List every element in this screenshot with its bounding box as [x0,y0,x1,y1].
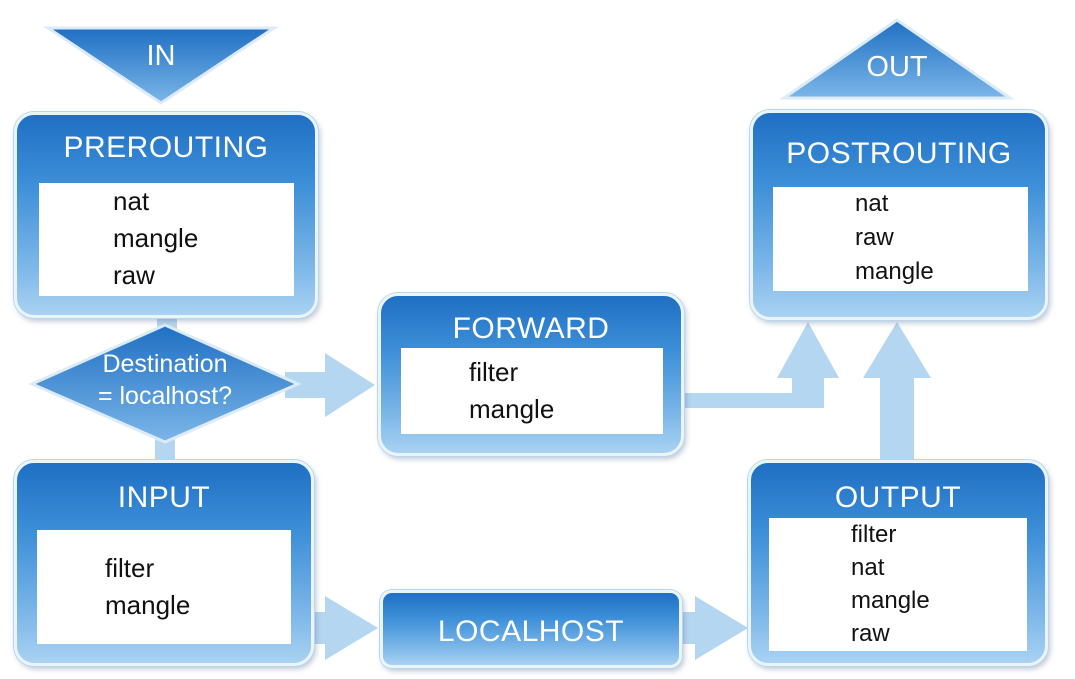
input-table-list: filter mangle [37,530,291,644]
out-label: OUT [866,51,928,83]
table-item: nat [855,190,889,217]
postrouting-table-list: nat raw mangle [773,187,1028,291]
table-item: mangle [469,394,555,424]
table-item: filter [851,521,897,548]
table-item: mangle [105,590,191,620]
table-item: filter [105,553,155,583]
table-item: filter [469,357,519,387]
in-triangle [43,26,279,105]
decision-line-2: = localhost? [97,382,233,410]
decision-line-1: Destination [102,350,228,378]
in-label: IN [146,40,176,72]
table-item: mangle [855,258,934,285]
table-item: raw [113,260,155,290]
arrow-forward-to-postrouting [683,322,839,408]
decision-diamond [28,323,302,444]
prerouting-table-list: nat mangle raw [39,183,294,296]
forward-table-list: filter mangle [401,348,663,434]
forward-chain: FORWARD filter mangle [378,293,684,456]
table-item: mangle [113,223,199,253]
prerouting-title: PREROUTING [63,131,269,164]
arrow-to-forward [285,353,375,417]
input-title: INPUT [117,481,211,514]
table-item: raw [855,224,894,251]
prerouting-chain: PREROUTING nat mangle raw [14,112,318,318]
table-item: mangle [851,587,930,614]
output-chain: OUTPUT filter nat mangle raw [748,460,1048,666]
localhost-box: LOCALHOST [380,590,682,668]
table-item: raw [851,620,890,647]
localhost-title: LOCALHOST [437,615,625,648]
postrouting-chain: POSTROUTING nat raw mangle [750,110,1048,320]
output-title: OUTPUT [834,481,962,514]
out-triangle [779,18,1015,100]
table-item: nat [851,554,885,581]
arrow-to-localhost [312,596,378,660]
arrow-output-to-postrouting [863,322,931,462]
output-table-list: filter nat mangle raw [769,518,1027,651]
decision-label: Destination = localhost? [60,348,270,412]
arrow-to-output [680,596,748,660]
postrouting-title: POSTROUTING [786,137,1012,170]
forward-title: FORWARD [452,312,610,345]
table-item: nat [113,186,150,216]
connector-decision-input [155,438,175,463]
input-chain: INPUT filter mangle [14,460,314,666]
